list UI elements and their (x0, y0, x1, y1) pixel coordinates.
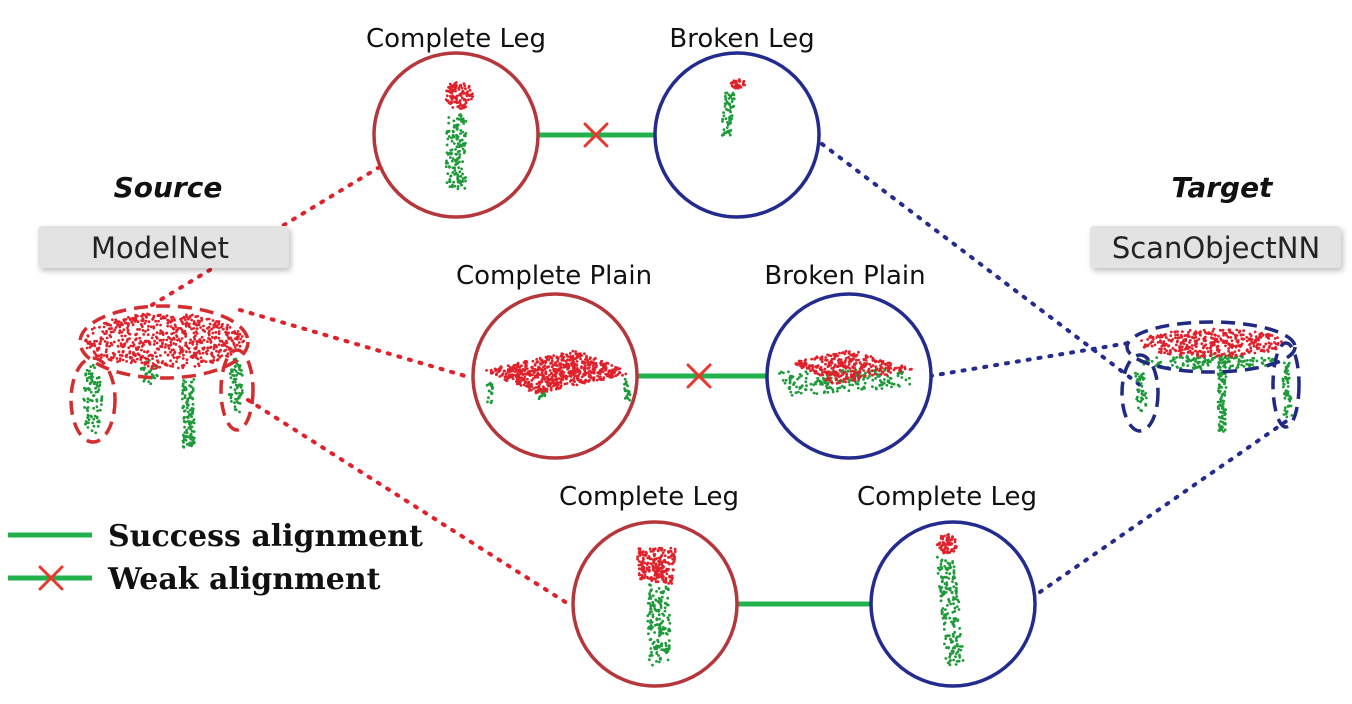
alignment-links (538, 122, 871, 607)
cloud-target-complete-leg (935, 533, 965, 667)
target-highlights (1120, 320, 1301, 433)
circle-target-broken-leg (653, 51, 821, 219)
source-dataset-box (38, 226, 289, 268)
cloud-source-complete-leg-2 (636, 546, 677, 667)
source-left-leg-highlight (69, 356, 117, 444)
cloud-target-broken-leg (720, 78, 746, 137)
target-table-cloud (1134, 327, 1294, 433)
cloud-source-complete-plain (485, 349, 632, 405)
legend-weak-cross-icon (38, 565, 64, 591)
label-source-complete-leg-2: Complete Leg (559, 482, 739, 512)
label-source-complete-plain: Complete Plain (456, 261, 652, 291)
target-right-leg-highlight (1271, 341, 1301, 429)
source-table-cloud (82, 312, 246, 449)
source-right-leg-highlight (219, 348, 255, 432)
target-left-leg-highlight (1120, 353, 1160, 433)
connector-source-plain (238, 308, 474, 380)
connector-target-broken-leg (820, 142, 1142, 387)
source-title: Source (114, 171, 223, 204)
legend: Success alignment Weak alignment (8, 519, 423, 597)
label-target-broken-leg: Broken Leg (669, 24, 814, 54)
target-top-highlight (1125, 320, 1297, 374)
weak-cross-row-1 (583, 122, 609, 148)
legend-success-label: Success alignment (108, 519, 423, 554)
connector-target-broken-plain (928, 340, 1137, 378)
target-dataset-box (1090, 226, 1341, 268)
label-target-broken-plain: Broken Plain (764, 261, 925, 291)
target-connectors (820, 142, 1290, 594)
target-dataset-label: ScanObjectNN (1112, 231, 1320, 265)
circle-target-broken-plain (765, 292, 933, 460)
target-title: Target (1172, 171, 1275, 204)
cloud-target-broken-plain (778, 349, 913, 397)
legend-weak-label: Weak alignment (107, 562, 381, 597)
cloud-source-complete-leg (444, 81, 474, 191)
source-highlights (69, 304, 255, 444)
label-source-complete-leg: Complete Leg (366, 24, 546, 54)
connector-target-complete-leg (1038, 418, 1290, 594)
source-dataset-label: ModelNet (91, 231, 229, 265)
connector-source-leg-2 (246, 398, 572, 607)
weak-cross-row-2 (686, 363, 712, 389)
source-top-highlight (78, 304, 250, 380)
point-clouds (82, 78, 1294, 667)
label-target-complete-leg: Complete Leg (857, 482, 1037, 512)
